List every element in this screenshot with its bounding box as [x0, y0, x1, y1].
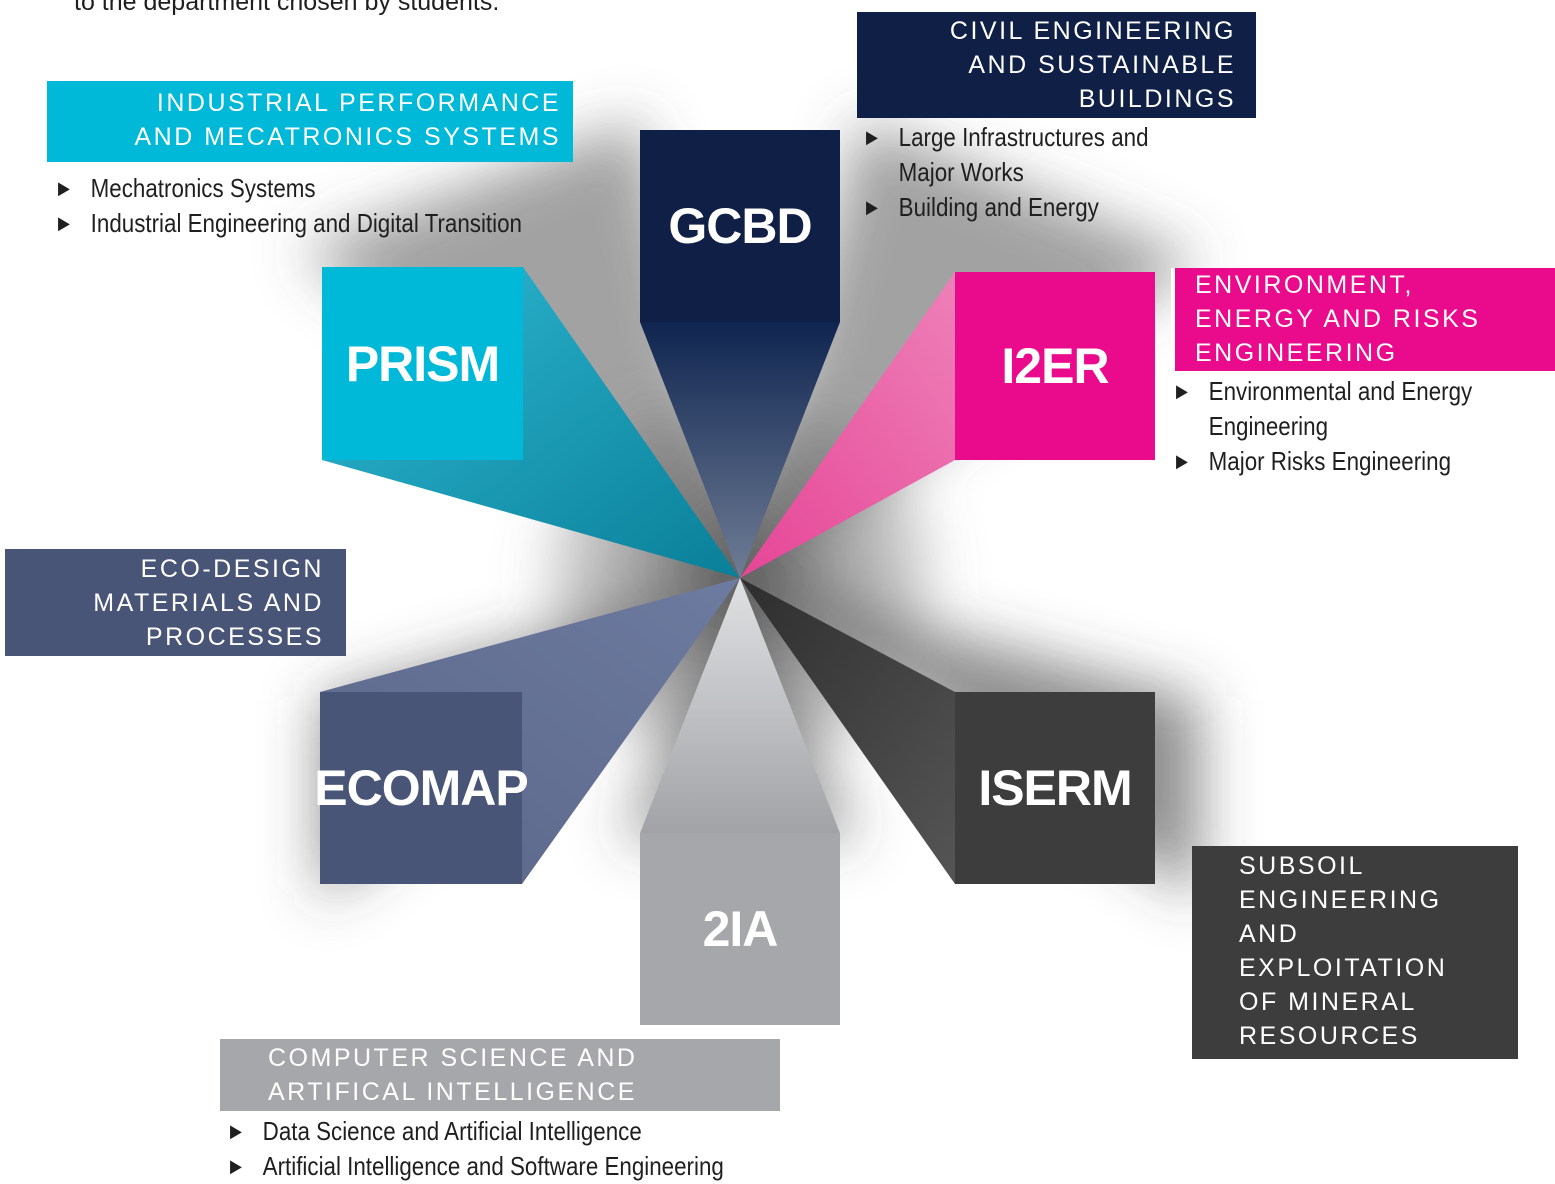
2ia-track-item: Artificial Intelligence and Software Eng…: [230, 1149, 815, 1184]
i2er-title: ENVIRONMENT, ENERGY AND RISKS ENGINEERIN…: [1175, 268, 1555, 371]
i2er-acronym: I2ER: [1001, 338, 1109, 394]
gcbd-track-item: Large Infrastructures and Major Works: [866, 120, 1165, 190]
ecomap-acronym: ECOMAP: [314, 760, 528, 816]
i2er-tracks: Environmental and Energy Engineering Maj…: [1176, 374, 1537, 479]
ecomap-title-line: MATERIALS AND: [93, 589, 324, 617]
intro-text: to the department chosen by students.: [74, 0, 500, 16]
gcbd-acronym: GCBD: [668, 198, 812, 254]
prism-track-item: Mechatronics Systems: [58, 171, 591, 206]
iserm-title-line: ENGINEERING: [1239, 886, 1442, 914]
ecomap-box: ECOMAP: [314, 692, 529, 884]
ray-iserm: [740, 578, 955, 884]
iserm-box: ISERM: [955, 692, 1155, 884]
iserm-title-line: SUBSOIL: [1239, 852, 1365, 880]
2ia-title-line: COMPUTER SCIENCE AND: [268, 1044, 638, 1072]
ray-i2er: [740, 272, 955, 578]
i2er-track-item: Environmental and Energy Engineering: [1176, 374, 1501, 444]
prism-track-item: Industrial Engineering and Digital Trans…: [58, 206, 591, 241]
i2er-title-line: ENERGY AND RISKS: [1195, 305, 1481, 333]
prism-title-line: INDUSTRIAL PERFORMANCE: [156, 89, 561, 117]
gcbd-title: CIVIL ENGINEERING AND SUSTAINABLE BUILDI…: [857, 12, 1256, 118]
2ia-track-item: Data Science and Artificial Intelligence: [230, 1114, 815, 1149]
ecomap-title: ECO-DESIGN MATERIALS AND PROCESSES: [5, 549, 346, 656]
iserm-acronym: ISERM: [978, 760, 1132, 816]
ecomap-title-line: PROCESSES: [145, 623, 324, 651]
iserm-title-line: RESOURCES: [1239, 1022, 1420, 1050]
ecomap-title-line: ECO-DESIGN: [140, 555, 324, 583]
iserm-title-line: OF MINERAL: [1239, 988, 1417, 1016]
2ia-tracks: Data Science and Artificial Intelligence…: [230, 1114, 815, 1184]
gcbd-title-line: BUILDINGS: [1078, 85, 1236, 113]
gcbd-track-item: Building and Energy: [866, 190, 1193, 225]
ray-2ia: [640, 578, 840, 833]
iserm-title-line: AND: [1239, 920, 1300, 948]
prism-acronym: PRISM: [345, 335, 500, 392]
2ia-title: COMPUTER SCIENCE AND ARTIFICAL INTELLIGE…: [220, 1039, 780, 1111]
gcbd-tracks: Large Infrastructures and Major Works Bu…: [866, 120, 1193, 225]
i2er-title-line: ENGINEERING: [1195, 339, 1398, 367]
gcbd-box: GCBD: [640, 130, 840, 322]
gcbd-title-line: AND SUSTAINABLE: [968, 51, 1236, 79]
iserm-title: SUBSOIL ENGINEERING AND EXPLOITATION OF …: [1192, 846, 1518, 1059]
i2er-track-item: Major Risks Engineering: [1176, 444, 1537, 479]
prism-title: INDUSTRIAL PERFORMANCE AND MECATRONICS S…: [47, 81, 573, 162]
2ia-acronym: 2IA: [702, 901, 779, 957]
prism-tracks: Mechatronics Systems Industrial Engineer…: [58, 171, 591, 241]
2ia-box: 2IA: [640, 833, 840, 1025]
prism-box: PRISM: [322, 267, 523, 460]
i2er-title-line: ENVIRONMENT,: [1195, 271, 1414, 299]
2ia-title-line: ARTIFICAL INTELLIGENCE: [268, 1078, 637, 1106]
ray-prism: [322, 267, 740, 578]
prism-title-line: AND MECATRONICS SYSTEMS: [134, 123, 561, 151]
ray-ecomap: [320, 578, 740, 884]
gcbd-title-line: CIVIL ENGINEERING: [949, 17, 1236, 45]
i2er-box: I2ER: [955, 272, 1155, 460]
iserm-title-line: EXPLOITATION: [1239, 954, 1448, 982]
ray-gcbd: [640, 322, 840, 578]
